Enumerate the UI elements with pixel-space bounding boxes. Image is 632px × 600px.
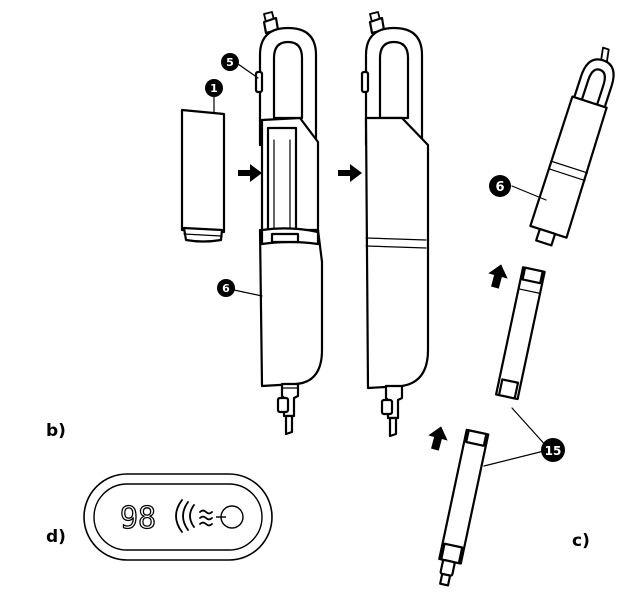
mist-icon[interactable]: [175, 499, 213, 533]
svg-text:5: 5: [226, 56, 234, 69]
svg-text:1: 1: [210, 82, 218, 95]
device-extended: [428, 46, 615, 587]
svg-text:15: 15: [545, 444, 562, 458]
label-d: d): [46, 527, 66, 547]
label-b: b): [46, 421, 66, 441]
device-closed: [360, 11, 430, 438]
label-c: c): [572, 531, 590, 551]
svg-text:6: 6: [495, 180, 504, 195]
callout-1: 1: [205, 79, 223, 97]
leader-5: [237, 63, 259, 79]
digit-display: 98: [119, 500, 156, 536]
callout-5: 5: [221, 53, 239, 71]
callout-15: 15: [541, 438, 565, 462]
arrow-right-2: [338, 164, 362, 182]
cover-part: [180, 108, 226, 243]
svg-text:6: 6: [222, 282, 230, 295]
power-icon[interactable]: [216, 505, 244, 529]
callout-6-left: 6: [217, 279, 235, 297]
leader-6a: [233, 289, 263, 297]
callout-6-right: 6: [489, 175, 511, 197]
svg-text:98: 98: [120, 501, 156, 536]
arrow-right-1: [238, 164, 262, 182]
control-panel: 98: [83, 473, 273, 561]
device-open: [254, 11, 324, 436]
